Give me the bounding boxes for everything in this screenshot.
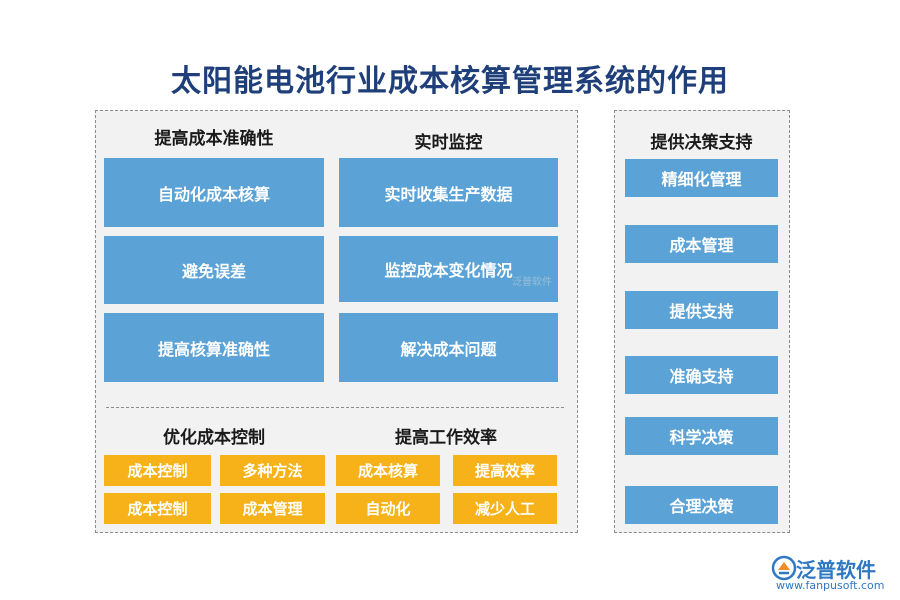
cost-control-item-2: 多种方法 — [220, 455, 325, 486]
decision-item-3: 提供支持 — [625, 291, 778, 329]
group-heading-cost-control: 优化成本控制 — [163, 428, 265, 448]
monitoring-item-3: 解决成本问题 — [339, 313, 558, 382]
decision-item-6: 合理决策 — [625, 486, 778, 524]
group-heading-realtime-monitoring: 实时监控 — [414, 133, 483, 153]
cost-control-item-4: 成本管理 — [220, 493, 325, 524]
efficiency-item-1: 成本核算 — [336, 455, 440, 486]
cost-accuracy-item-3: 提高核算准确性 — [104, 313, 324, 382]
decision-item-5: 科学决策 — [625, 417, 778, 455]
decision-item-1: 精细化管理 — [625, 159, 778, 197]
efficiency-item-4: 减少人工 — [453, 493, 557, 524]
group-heading-work-efficiency: 提高工作效率 — [395, 428, 497, 448]
efficiency-item-3: 自动化 — [336, 493, 440, 524]
panel-divider — [106, 407, 564, 408]
efficiency-item-2: 提高效率 — [453, 455, 557, 486]
decision-item-2: 成本管理 — [625, 225, 778, 263]
fanpu-logo-icon — [771, 555, 797, 581]
monitoring-item-2: 监控成本变化情况 — [339, 236, 558, 302]
watermark: 泛普软件 — [512, 277, 552, 288]
cost-accuracy-item-1: 自动化成本核算 — [104, 158, 324, 227]
cost-control-item-3: 成本控制 — [104, 493, 211, 524]
group-heading-decision-support: 提供决策支持 — [650, 133, 753, 153]
cost-accuracy-item-2: 避免误差 — [104, 236, 324, 304]
group-heading-cost-accuracy: 提高成本准确性 — [154, 129, 274, 149]
cost-control-item-1: 成本控制 — [104, 455, 211, 486]
decision-item-4: 准确支持 — [625, 356, 778, 394]
brand-logo: 泛普软件 www.fanpusoft.com — [770, 552, 895, 596]
monitoring-item-1: 实时收集生产数据 — [339, 158, 558, 227]
logo-url: www.fanpusoft.com — [776, 579, 885, 592]
logo-name: 泛普软件 — [796, 558, 876, 582]
diagram-title: 太阳能电池行业成本核算管理系统的作用 — [171, 64, 729, 99]
